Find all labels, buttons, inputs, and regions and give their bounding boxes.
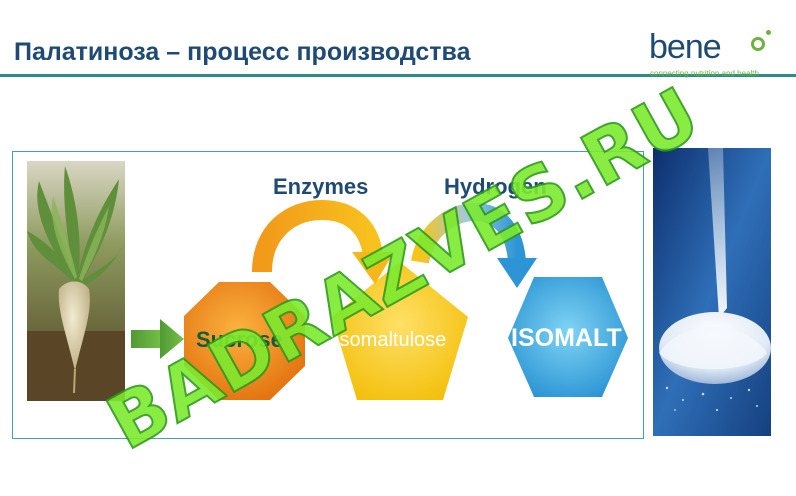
- sucrose-octagon: [184, 282, 305, 400]
- enzymes-arrow-icon: [252, 199, 394, 284]
- bene-logo: bene connecting nutrition and health: [645, 28, 785, 84]
- sucrose-label: Sucrose: [196, 327, 283, 352]
- isomaltulose-label: Isomaltulose: [334, 329, 447, 351]
- hydrogen-arrow-icon: [411, 202, 537, 288]
- logo-wordmark: bene: [649, 28, 722, 66]
- logo-tagline: connecting nutrition and health: [650, 69, 759, 78]
- isomaltulose-pentagon: [332, 262, 468, 400]
- title-divider: [0, 74, 796, 77]
- isomalt-label: ISOMALT: [511, 324, 622, 352]
- logo-dot-icon: [766, 30, 771, 35]
- enzymes-label: Enzymes: [273, 174, 369, 199]
- isomalt-hexagon: [508, 277, 628, 397]
- hydrogen-label: Hydrogen: [444, 174, 547, 199]
- white-granules-photo: [653, 148, 771, 436]
- diagram-frame: [12, 151, 644, 439]
- sugar-beet-photo: [27, 161, 125, 401]
- page-title: Палатиноза – процесс производства: [14, 38, 471, 66]
- logo-circle-icon: [751, 37, 765, 51]
- input-arrow-icon: [131, 319, 184, 359]
